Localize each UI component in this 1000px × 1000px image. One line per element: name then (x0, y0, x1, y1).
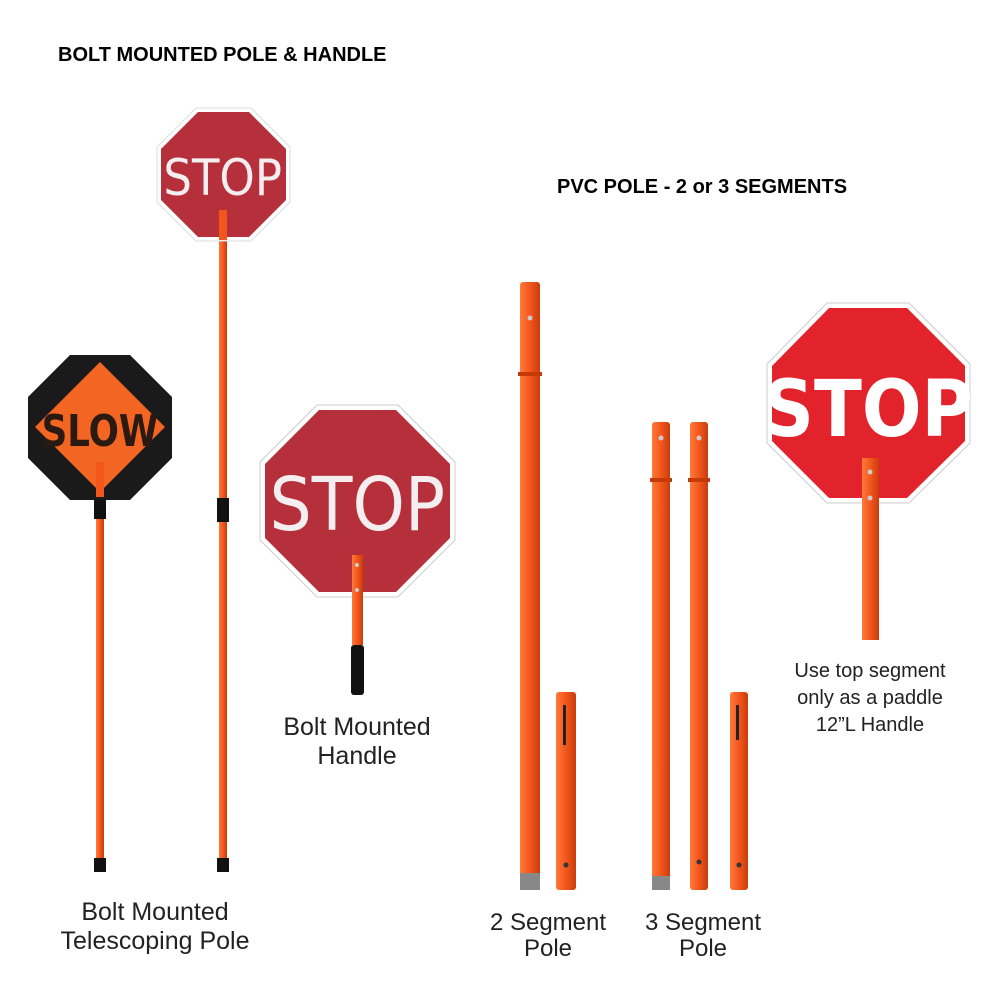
caption-line: Handle (317, 741, 397, 770)
bolt-handle-caption: Bolt Mounted Handle (257, 713, 457, 771)
caption-line: 2 Segment (489, 909, 607, 936)
stop-paddle: STOP (763, 302, 973, 640)
three-segment-caption: 3 Segment Pole (628, 909, 778, 963)
stop-telescoping-pole: STOP (156, 107, 291, 872)
stop-sign-icon (772, 308, 965, 498)
paddle-caption: Use top segment only as a paddle 12”L Ha… (770, 658, 970, 739)
slow-paddle-pole: SLOW (28, 355, 172, 872)
telescoping-pole-caption: Bolt Mounted Telescoping Pole (35, 898, 275, 956)
stop-sign-text: STOP (270, 462, 445, 548)
pvc-pole-heading: PVC POLE - 2 or 3 SEGMENTS (557, 176, 848, 198)
caption-line: 12”L Handle (815, 714, 925, 736)
bolt-mounted-heading: BOLT MOUNTED POLE & HANDLE (58, 44, 387, 66)
three-segment-pole (650, 422, 748, 890)
stop-sign-text: STOP (763, 365, 973, 455)
caption-line: only as a paddle (797, 687, 943, 709)
stop-sign-text: STOP (163, 150, 282, 208)
caption-line: Use top segment (794, 660, 946, 682)
two-segment-caption: 2 Segment Pole (473, 909, 623, 963)
caption-line: Pole (678, 935, 728, 963)
stop-sign-icon (161, 112, 286, 237)
stop-bolt-handle: STOP (259, 404, 456, 695)
stop-sign-icon (265, 410, 450, 592)
caption-line: Telescoping Pole (60, 926, 250, 955)
caption-line: 3 Segment (644, 909, 762, 936)
caption-line: Bolt Mounted (81, 898, 229, 926)
caption-line: Pole (523, 935, 573, 963)
slow-sign-text: SLOW (42, 405, 158, 457)
two-segment-pole (518, 282, 576, 890)
caption-line: Bolt Mounted (283, 713, 431, 741)
